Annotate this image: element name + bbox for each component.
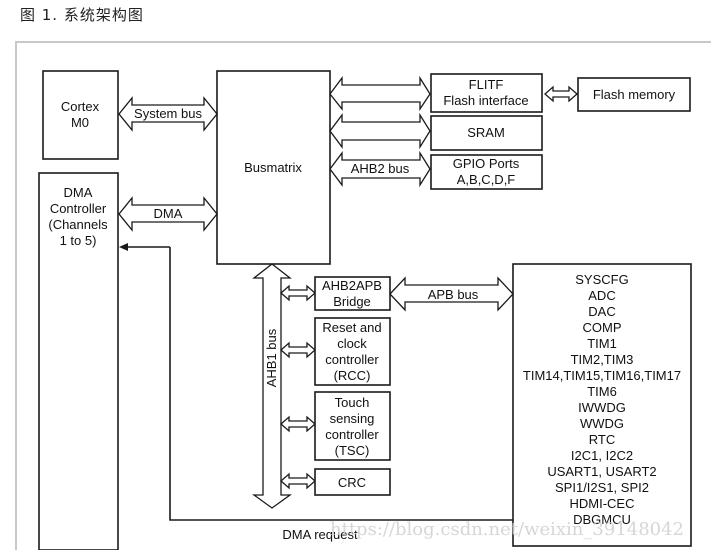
flitf-label-line1: FLITF [469, 77, 504, 92]
ahb1-link-crc [280, 472, 316, 490]
apb-peripheral-item: HDMI-CEC [570, 496, 635, 511]
flash-memory-block [577, 77, 691, 112]
dma-label-line2: Controller [50, 201, 107, 216]
crc-label: CRC [338, 475, 366, 490]
apb-peripheral-item: IWWDG [578, 400, 626, 415]
dma-bus-arrow [118, 196, 218, 232]
rcc-label-line4: (RCC) [334, 368, 371, 383]
tsc-label-line4: (TSC) [335, 443, 370, 458]
crc-block [314, 468, 391, 496]
busmatrix-label: Busmatrix [244, 160, 302, 175]
flitf-label-line2: Flash interface [443, 93, 528, 108]
tsc-label-line2: sensing [330, 411, 375, 426]
apb-peripheral-item: WWDG [580, 416, 624, 431]
rcc-label-line2: clock [337, 336, 367, 351]
tsc-block [314, 391, 391, 461]
sram-block [430, 115, 543, 151]
ahb1-link-ahb2apb [280, 284, 316, 302]
ahb1-bus-label: AHB1 bus [264, 328, 279, 387]
tsc-label-line3: controller [325, 427, 379, 442]
apb-peripheral-list: SYSCFGADCDACCOMPTIM1TIM2,TIM3TIM14,TIM15… [523, 272, 681, 527]
dma-label-line4: 1 to 5) [60, 233, 97, 248]
ahb1-link-rcc [280, 341, 316, 359]
dma-request-label: DMA request [282, 527, 358, 542]
figure-frame [15, 41, 711, 550]
rcc-label-line3: controller [325, 352, 379, 367]
apb-peripheral-item: TIM1 [587, 336, 617, 351]
apb-peripheral-item: SPI1/I2S1, SPI2 [555, 480, 649, 495]
dma-bus-label: DMA [154, 206, 183, 221]
cortex-label-line1: Cortex [61, 99, 100, 114]
apb-peripherals-block [512, 263, 692, 547]
ahb2apb-label-line1: AHB2APB [322, 278, 382, 293]
apb-peripheral-item: SYSCFG [575, 272, 628, 287]
gpio-label-line2: A,B,C,D,F [457, 172, 516, 187]
busmatrix-block [216, 70, 331, 265]
cortex-m0-block [42, 70, 119, 160]
apb-peripheral-item: TIM6 [587, 384, 617, 399]
ahb1-link-tsc [280, 415, 316, 433]
apb-peripheral-item: TIM2,TIM3 [571, 352, 634, 367]
dma-label-line3: (Channels [48, 217, 108, 232]
dma-label-line1: DMA [64, 185, 93, 200]
rcc-label-line1: Reset and [322, 320, 381, 335]
apb-peripheral-item: USART1, USART2 [547, 464, 656, 479]
ahb2-bus-arrow-flitf [329, 75, 431, 112]
apb-peripheral-item: DBGMCU [573, 512, 631, 527]
sram-label: SRAM [467, 125, 505, 140]
system-bus-arrow [118, 96, 218, 132]
apb-peripheral-item: COMP [583, 320, 622, 335]
flash-link-arrow [544, 85, 578, 103]
system-bus-label: System bus [134, 106, 202, 121]
figure-caption: 图 1. 系统架构图 [20, 6, 144, 24]
flitf-block [430, 73, 543, 113]
apb-peripheral-item: ADC [588, 288, 615, 303]
rcc-block [314, 317, 391, 386]
dma-request-arrowhead [119, 243, 128, 251]
gpio-label-line1: GPIO Ports [453, 156, 520, 171]
apb-peripheral-item: TIM14,TIM15,TIM16,TIM17 [523, 368, 681, 383]
watermark: https://blog.csdn.net/weixin_39148042 [330, 519, 684, 540]
ahb2apb-label-line2: Bridge [333, 294, 371, 309]
apb-peripheral-item: DAC [588, 304, 615, 319]
apb-bus-label: APB bus [428, 287, 479, 302]
gpio-block [430, 154, 543, 190]
ahb2-bus-arrow-sram [329, 112, 431, 150]
dma-controller-block [38, 172, 119, 550]
ahb2-bus-arrow-gpio [329, 150, 431, 188]
dma-request-line [169, 247, 513, 521]
apb-peripheral-item: RTC [589, 432, 615, 447]
flash-memory-label: Flash memory [593, 87, 676, 102]
ahb2-bus-label: AHB2 bus [351, 161, 410, 176]
apb-peripheral-item: I2C1, I2C2 [571, 448, 633, 463]
tsc-label-line1: Touch [335, 395, 370, 410]
cortex-label-line2: M0 [71, 115, 89, 130]
ahb1-bus-arrow [251, 263, 293, 509]
